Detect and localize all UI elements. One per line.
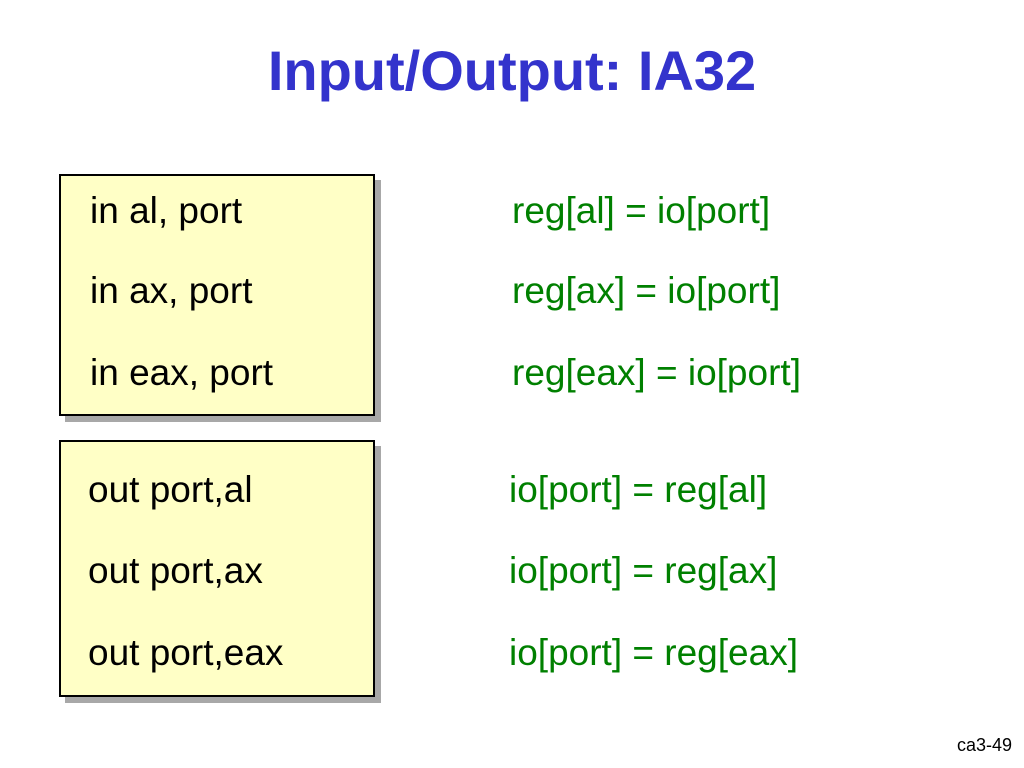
out-al-semantics: io[port] = reg[al]: [509, 469, 768, 510]
in-eax-instruction: in eax, port: [90, 352, 274, 393]
in-al-instruction: in al, port: [90, 190, 243, 231]
in-al-semantics: reg[al] = io[port]: [512, 190, 771, 231]
out-eax-instruction: out port,eax: [88, 632, 284, 673]
out-instructions-box: [59, 440, 375, 697]
in-eax-semantics: reg[eax] = io[port]: [512, 352, 801, 393]
slide-title: Input/Output: IA32: [267, 39, 757, 102]
out-ax-semantics: io[port] = reg[ax]: [509, 550, 778, 591]
in-instructions-box: [59, 174, 375, 416]
in-ax-semantics: reg[ax] = io[port]: [512, 270, 781, 311]
out-ax-instruction: out port,ax: [88, 550, 263, 591]
out-eax-semantics: io[port] = reg[eax]: [509, 632, 798, 673]
out-al-instruction: out port,al: [88, 469, 253, 510]
slide-number: ca3-49: [956, 735, 1012, 755]
in-ax-instruction: in ax, port: [90, 270, 253, 311]
